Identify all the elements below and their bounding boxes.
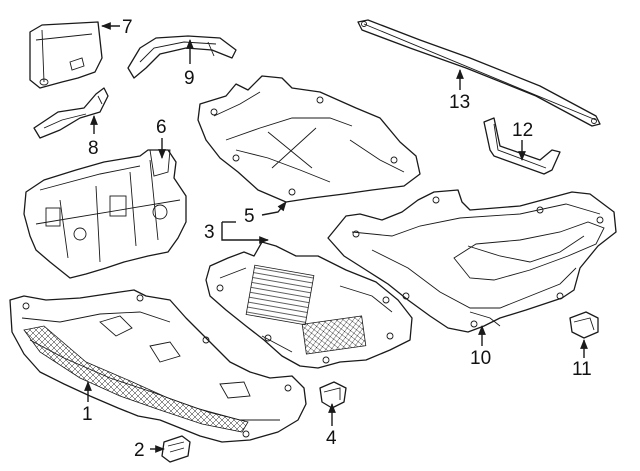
callout-7: 7 — [122, 17, 133, 38]
part-11-clip — [569, 311, 599, 339]
part-7-shield — [29, 21, 103, 89]
part-6-side-cover — [23, 149, 187, 279]
callout-3: 3 — [204, 222, 215, 243]
part-5-panel-upper — [197, 75, 421, 203]
part-2-clip — [161, 435, 191, 463]
part-4-clip — [319, 381, 347, 409]
part-1-front-shield — [9, 289, 307, 443]
callout-2: 2 — [134, 440, 145, 461]
part-9-bracket — [127, 35, 237, 79]
leader-lines — [84, 22, 588, 453]
callout-6: 6 — [156, 117, 167, 138]
callout-1: 1 — [82, 404, 93, 425]
part-8-bracket — [33, 87, 109, 139]
callout-12: 12 — [512, 120, 533, 141]
part-3-panel-lower — [205, 241, 413, 369]
callout-5: 5 — [244, 206, 255, 227]
callout-11: 11 — [572, 359, 592, 380]
leader-3-lower — [221, 222, 269, 244]
callout-10: 10 — [470, 348, 491, 369]
callout-numbers: 7 8 9 13 12 6 5 3 10 11 1 2 4 — [82, 17, 592, 461]
part-10-pan — [327, 189, 617, 333]
callout-8: 8 — [88, 138, 99, 159]
callout-9: 9 — [184, 68, 195, 89]
callout-4: 4 — [326, 428, 337, 449]
leader-5 — [261, 201, 287, 216]
part-13-rod — [357, 19, 601, 127]
part-12-bracket — [483, 117, 561, 175]
callout-13: 13 — [449, 92, 470, 113]
